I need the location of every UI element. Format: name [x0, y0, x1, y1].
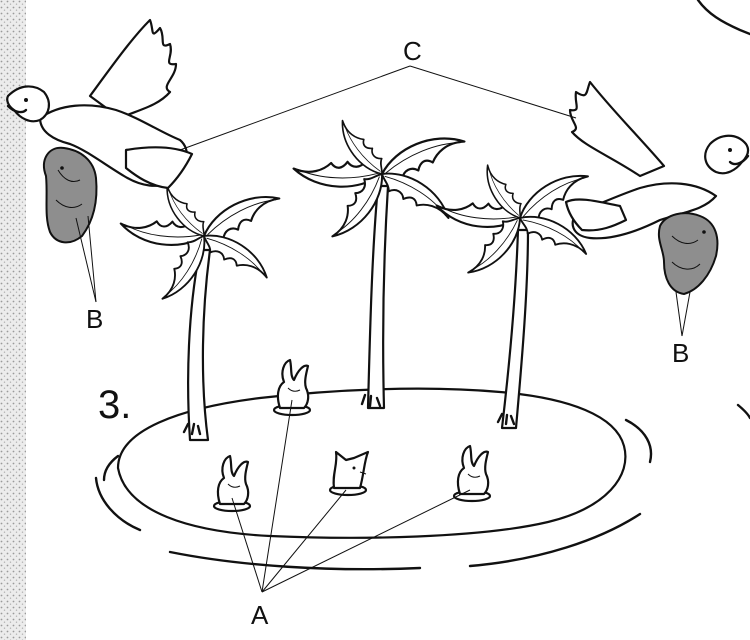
- burrow-animal-icon: [274, 360, 310, 415]
- map-edge-right: [738, 405, 750, 418]
- eagle-head: [705, 136, 748, 174]
- leader-line-c: [410, 66, 576, 118]
- water-ripple: [626, 420, 651, 462]
- prey-left: [44, 148, 96, 243]
- eagle-right: [566, 82, 748, 238]
- map-edge-top: [698, 0, 750, 34]
- eagle-wing: [90, 20, 176, 118]
- leader-line-b: [88, 216, 96, 302]
- island: [96, 389, 651, 570]
- leader-line-c: [180, 66, 410, 150]
- palm-tree-center: [292, 113, 470, 408]
- label-a: A: [251, 600, 269, 630]
- label-c: C: [403, 36, 422, 66]
- label-b-left: B: [86, 304, 103, 334]
- eagle-left: [7, 20, 192, 188]
- water-ripple: [104, 456, 118, 480]
- eagle-wing: [570, 82, 664, 176]
- step-number: 3.: [98, 383, 131, 427]
- fox-icon: [330, 452, 368, 495]
- leader-line-b: [682, 292, 690, 336]
- prey-right: [659, 213, 718, 294]
- leader-line-b: [676, 292, 682, 336]
- water-ripple: [170, 552, 420, 569]
- label-b-right: B: [672, 338, 689, 368]
